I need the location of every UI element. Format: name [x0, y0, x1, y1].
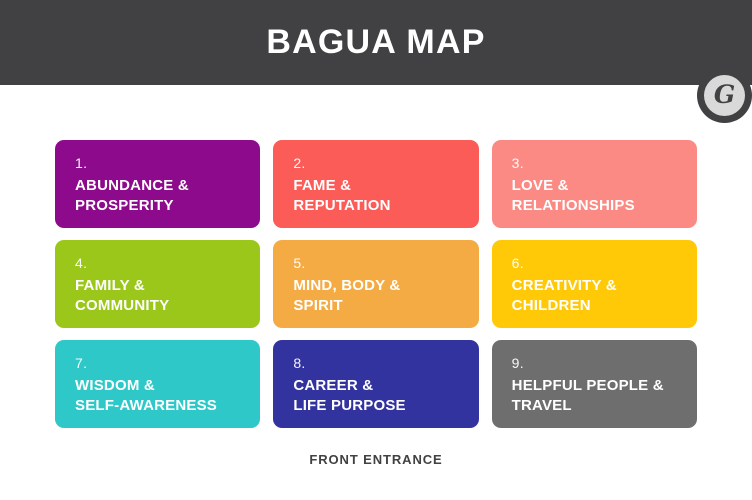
tile-number: 2. [293, 155, 306, 171]
bagua-tile-7[interactable]: 7. WISDOM & SELF-AWARENESS [55, 340, 261, 428]
bagua-tile-8[interactable]: 8. CAREER & LIFE PURPOSE [273, 340, 479, 428]
front-entrance-caption: FRONT ENTRANCE [309, 452, 443, 467]
bagua-tile-3[interactable]: 3. LOVE & RELATIONSHIPS [491, 140, 697, 228]
tile-number: 6. [511, 255, 524, 271]
tile-number: 3. [511, 155, 524, 171]
bagua-tile-1[interactable]: 1. ABUNDANCE & PROSPERITY [55, 140, 261, 228]
bagua-tile-4[interactable]: 4. FAMILY & COMMUNITY [55, 240, 261, 328]
bagua-grid: 1. ABUNDANCE & PROSPERITY 2. FAME & REPU… [55, 140, 697, 428]
brand-logo-circle: G [704, 75, 745, 116]
brand-logo-badge: G [697, 68, 752, 123]
tile-label: CREATIVITY & CHILDREN [511, 277, 617, 315]
tile-number: 1. [75, 155, 88, 171]
tile-label: ABUNDANCE & PROSPERITY [75, 177, 189, 215]
tile-label: WISDOM & SELF-AWARENESS [75, 377, 217, 415]
tile-label: MIND, BODY & SPIRIT [293, 277, 401, 315]
page-title: BAGUA MAP [266, 22, 486, 61]
bagua-tile-6[interactable]: 6. CREATIVITY & CHILDREN [491, 240, 697, 328]
header-bar: BAGUA MAP [0, 0, 752, 85]
bagua-tile-2[interactable]: 2. FAME & REPUTATION [273, 140, 479, 228]
tile-label: LOVE & RELATIONSHIPS [511, 177, 635, 215]
bagua-tile-5[interactable]: 5. MIND, BODY & SPIRIT [273, 240, 479, 328]
tile-number: 8. [293, 355, 306, 371]
brand-logo-g-icon: G [713, 79, 736, 109]
bagua-tile-9[interactable]: 9. HELPFUL PEOPLE & TRAVEL [491, 340, 697, 428]
tile-number: 9. [511, 355, 524, 371]
tile-number: 4. [75, 255, 88, 271]
tile-number: 7. [75, 355, 88, 371]
tile-label: HELPFUL PEOPLE & TRAVEL [511, 377, 664, 415]
tile-label: FAMILY & COMMUNITY [75, 277, 170, 315]
tile-label: FAME & REPUTATION [293, 177, 391, 215]
tile-number: 5. [293, 255, 306, 271]
tile-label: CAREER & LIFE PURPOSE [293, 377, 406, 415]
